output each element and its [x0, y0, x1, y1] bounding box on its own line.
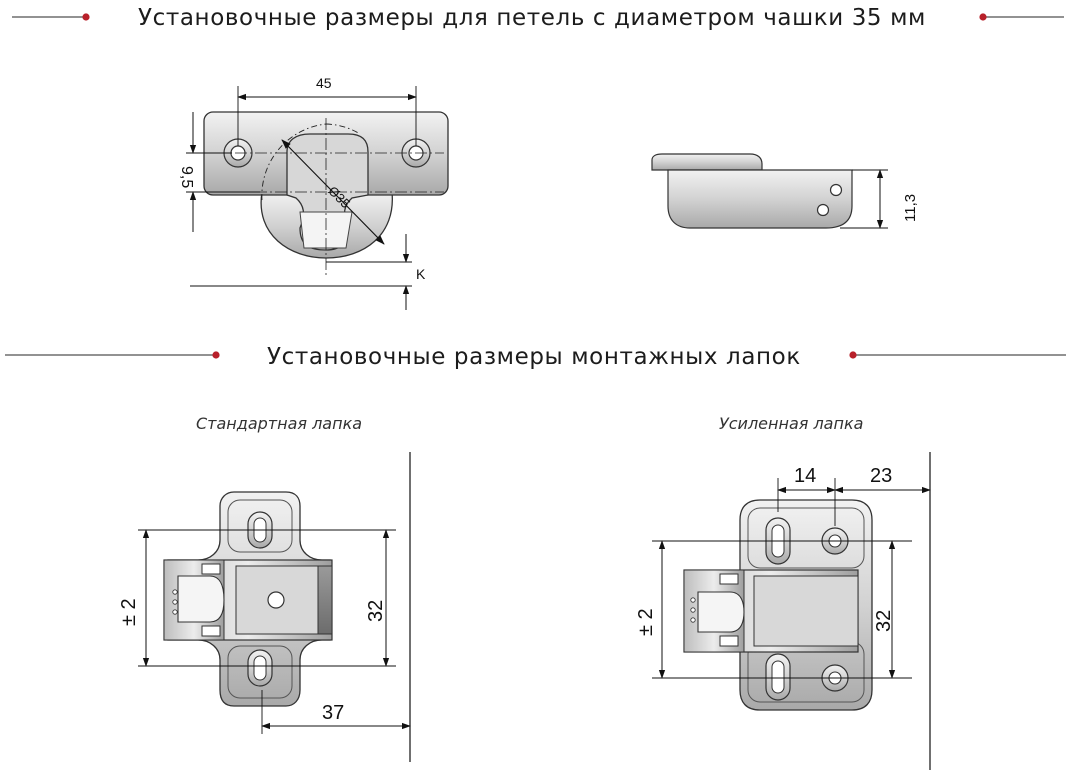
- depth-dimension: 11,3: [902, 194, 919, 222]
- accent-dot: [82, 13, 90, 21]
- accent-dot: [212, 351, 220, 359]
- adjust-screw-hole: [267, 591, 285, 609]
- standard-height-dimension: 32: [365, 600, 387, 622]
- header-rule-top: [12, 13, 1064, 21]
- accent-dot: [849, 351, 857, 359]
- accent-dot: [979, 13, 987, 21]
- reinforced-height-dimension: 32: [873, 610, 895, 632]
- standard-plate: ± 2 32 37: [118, 452, 411, 762]
- cup-top-view: Ø35 45 9,5 K: [178, 75, 449, 310]
- standard-plate-caption: Стандартная лапка: [196, 414, 363, 433]
- width-dimension: 45: [316, 75, 332, 91]
- reinforced-plate: ± 2 32 14 23: [635, 452, 931, 770]
- offset-dimension: 9,5: [178, 166, 195, 188]
- side-hole: [829, 183, 843, 197]
- header-rule-middle: [5, 351, 1066, 359]
- plates-section-title: Установочные размеры монтажных лапок: [267, 344, 801, 370]
- side-hole: [816, 203, 830, 217]
- cup-side-view: 11,3: [651, 153, 919, 229]
- reinforced-right-dimension: 23: [870, 465, 892, 487]
- standard-edge-dimension: 37: [322, 702, 344, 724]
- reinforced-plate-caption: Усиленная лапка: [719, 414, 864, 433]
- standard-tolerance-dimension: ± 2: [118, 598, 140, 626]
- reinforced-tolerance-dimension: ± 2: [635, 608, 657, 636]
- reinforced-left-dimension: 14: [794, 465, 816, 487]
- cup-section-title: Установочные размеры для петель с диамет…: [138, 5, 926, 31]
- k-dimension: K: [416, 266, 426, 282]
